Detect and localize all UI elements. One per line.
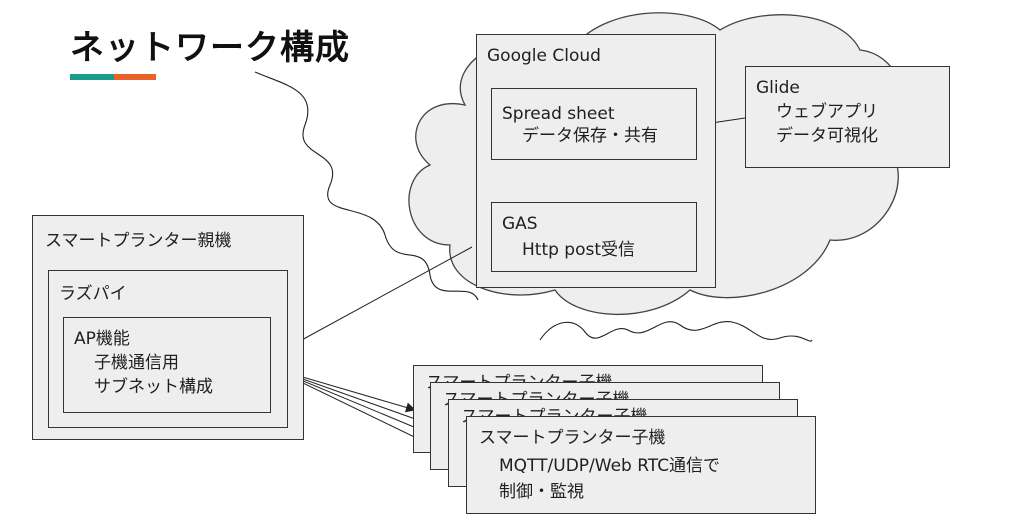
ap-function-box: AP機能 子機通信用 サブネット構成 <box>63 317 271 413</box>
glide-title: Glide <box>756 78 800 98</box>
child-node-box: スマートプランター子機 MQTT/UDP/Web RTC通信で 制御・監視 <box>466 416 816 514</box>
internet-wave-line-lower <box>539 320 813 342</box>
child-node-line2: 制御・監視 <box>499 482 584 502</box>
spreadsheet-subtitle: データ保存・共有 <box>522 126 658 146</box>
ap-function-line2: サブネット構成 <box>94 377 213 397</box>
ap-function-line1: 子機通信用 <box>94 353 179 373</box>
google-cloud-label: Google Cloud <box>487 46 601 66</box>
internet-wave-line-upper <box>254 71 479 301</box>
gas-box: GAS Http post受信 <box>491 202 697 272</box>
ap-function-title: AP機能 <box>74 329 130 349</box>
child-node-line1: MQTT/UDP/Web RTC通信で <box>499 456 721 476</box>
raspi-title: ラズパイ <box>59 284 127 304</box>
glide-line1: ウェブアプリ <box>776 102 878 122</box>
title-accent-orange <box>114 74 156 80</box>
gas-subtitle: Http post受信 <box>522 240 636 260</box>
page-title: ネットワーク構成 <box>70 28 350 68</box>
child-node-title: スマートプランター子機 <box>479 428 666 448</box>
parent-to-gas-line <box>286 246 473 349</box>
spreadsheet-title: Spread sheet <box>502 104 615 124</box>
spreadsheet-box: Spread sheet データ保存・共有 <box>491 88 697 160</box>
parent-node-title: スマートプランター親機 <box>45 231 232 251</box>
glide-line2: データ可視化 <box>776 126 878 146</box>
title-accent-teal <box>70 74 114 80</box>
gas-title: GAS <box>502 214 538 234</box>
glide-box: Glide ウェブアプリ データ可視化 <box>745 66 950 168</box>
